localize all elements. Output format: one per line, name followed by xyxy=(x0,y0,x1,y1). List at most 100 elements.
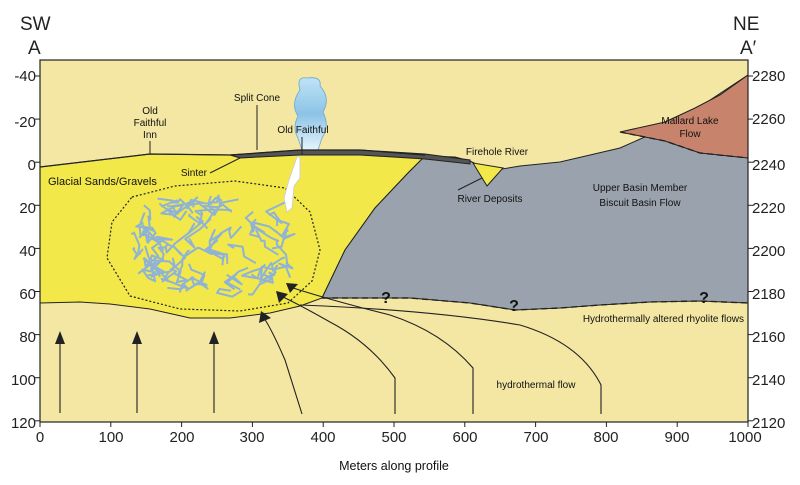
fracture-vein xyxy=(143,204,152,227)
fracture-vein xyxy=(146,257,176,277)
label-river-deposits: River Deposits xyxy=(457,194,522,205)
corner-left-name: A xyxy=(28,38,41,59)
bottom-tick-label: 500 xyxy=(381,429,406,446)
bottom-tick-label: 200 xyxy=(169,429,194,446)
fracture-vein xyxy=(167,200,194,210)
bottom-tick-label: 1000 xyxy=(728,429,761,446)
arrowheads xyxy=(55,283,298,344)
question-mark: ? xyxy=(699,290,709,307)
corner-right-direction: NE xyxy=(733,14,759,35)
right-tick-label: 2280 xyxy=(752,68,785,85)
rhyolite-contact-dashed xyxy=(322,297,749,311)
fracture-vein xyxy=(190,198,239,216)
label-firehole-river: Firehole River xyxy=(466,147,529,158)
fracture-vein xyxy=(250,218,266,234)
fracture-vein xyxy=(141,268,157,283)
left-tick-label: 100 xyxy=(11,372,36,389)
bottom-tick-label: 900 xyxy=(664,429,689,446)
fracture-vein xyxy=(258,270,277,283)
hydrothermal-flow-lines xyxy=(59,286,602,415)
right-tick-label: 2200 xyxy=(752,243,785,260)
fracture-vein xyxy=(170,198,194,214)
fracture-vein xyxy=(219,225,243,239)
label-sinter: Sinter xyxy=(181,168,208,179)
bottom-tick-label: 400 xyxy=(310,429,335,446)
left-tick-label: 120 xyxy=(11,415,36,432)
left-tick-label: -20 xyxy=(14,114,36,131)
right-tick-label: 2160 xyxy=(752,329,785,346)
flow-line-4 xyxy=(299,304,602,414)
fracture-vein xyxy=(167,259,188,284)
label-mallard-lake-line: Mallard Lake xyxy=(661,116,719,127)
fracture-vein xyxy=(132,246,144,260)
left-tick-label: 0 xyxy=(28,157,36,174)
fracture-vein xyxy=(265,198,293,224)
fracture-vein xyxy=(160,277,190,293)
fracture-vein xyxy=(207,228,223,252)
arrowhead-icon xyxy=(276,291,288,303)
fracture-vein xyxy=(249,221,278,239)
bottom-tick-label: 0 xyxy=(36,429,44,446)
right-tick-label: 2260 xyxy=(752,111,785,128)
right-tick-label: 2220 xyxy=(752,200,785,217)
fracture-vein xyxy=(241,267,262,280)
fracture-vein xyxy=(171,204,184,217)
flow-line-1 xyxy=(263,317,303,415)
right-tick-label: 2120 xyxy=(752,415,785,432)
label-altered-rhyolite: Hydrothermally altered rhyolite flows xyxy=(583,314,744,325)
flow-line-3 xyxy=(289,286,474,414)
label-biscuit-basin: Biscuit Basin Flow xyxy=(599,198,681,209)
left-tick-label: 20 xyxy=(19,200,36,217)
right-tick-label: 2140 xyxy=(752,372,785,389)
corner-left-direction: SW xyxy=(20,14,51,35)
fracture-vein xyxy=(278,261,294,278)
right-axis: 2280 2260 2240 2220 2200 2180 2160 2140 … xyxy=(752,68,785,432)
bottom-tick-label: 300 xyxy=(239,429,264,446)
bottom-tick-label: 600 xyxy=(452,429,477,446)
label-old-faithful-inn-line: Old xyxy=(142,106,158,117)
geyser-conduit xyxy=(283,156,301,213)
fracture-vein xyxy=(184,217,212,249)
label-glacial-sands: Glacial Sands/Gravels xyxy=(48,176,157,188)
fracture-vein xyxy=(223,272,241,291)
question-mark: ? xyxy=(381,290,391,307)
fracture-vein xyxy=(167,275,195,291)
arrowhead-icon xyxy=(209,331,219,344)
label-upper-basin: Upper Basin Member xyxy=(593,183,688,194)
question-mark: ? xyxy=(509,298,519,315)
mallard-lake-layer xyxy=(619,74,748,159)
fracture-veins xyxy=(130,194,296,298)
fracture-vein xyxy=(135,221,157,245)
fracture-vein xyxy=(271,233,296,250)
right-tick-label: 2180 xyxy=(752,286,785,303)
left-tick-label: 60 xyxy=(19,286,36,303)
label-old-faithful-inn-line: Faithful xyxy=(134,118,167,129)
fracture-vein xyxy=(207,194,221,204)
label-split-cone: Split Cone xyxy=(234,93,281,104)
fracture-vein xyxy=(187,263,209,290)
fracture-vein xyxy=(138,226,155,239)
leader-river-deposits xyxy=(457,177,483,191)
label-hydrothermal-flow: hydrothermal flow xyxy=(497,380,577,391)
fracture-vein xyxy=(216,288,243,298)
fracture-vein xyxy=(166,208,188,221)
fracture-vein xyxy=(137,245,153,275)
river-deposits-notch xyxy=(472,162,504,187)
left-axis: -40 -20 0 20 40 60 80 100 120 xyxy=(11,68,36,432)
fracture-vein xyxy=(227,243,257,264)
ground-surface-line xyxy=(39,149,426,168)
fracture-vein xyxy=(151,236,172,258)
upper-basin-layer xyxy=(321,74,748,311)
mallard-contact-dashed xyxy=(619,131,749,159)
left-tick-label: -40 xyxy=(14,68,36,85)
right-tick-label: 2240 xyxy=(752,157,785,174)
arrowhead-icon xyxy=(132,331,142,344)
bottom-axis: 0 100 200 300 400 500 600 700 800 900 10… xyxy=(36,429,762,446)
bottom-tick-label: 700 xyxy=(523,429,548,446)
label-old-faithful-inn-line: Inn xyxy=(143,130,157,141)
label-old-faithful: Old Faithful xyxy=(277,125,328,136)
arrowhead-icon xyxy=(259,311,271,323)
